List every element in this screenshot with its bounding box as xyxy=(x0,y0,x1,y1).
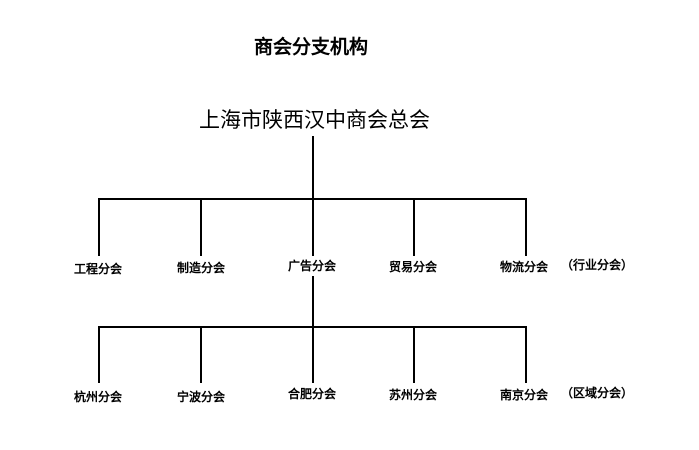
regional-branch-hangzhou: 杭州分会 xyxy=(73,390,123,404)
regional-branches-note: （区域分会） xyxy=(561,386,634,400)
industry-branches-note: （行业分会） xyxy=(561,258,634,272)
regional-branch-nanjing: 南京分会 xyxy=(499,388,549,402)
page-title: 商会分支机构 xyxy=(254,36,369,58)
industry-branch-engineering: 工程分会 xyxy=(73,262,123,276)
industry-branch-advertising: 广告分会 xyxy=(287,259,337,273)
regional-branch-suzhou: 苏州分会 xyxy=(388,388,438,402)
industry-branch-manufacturing: 制造分会 xyxy=(176,261,226,275)
industry-branch-trade: 贸易分会 xyxy=(388,260,438,274)
industry-branch-logistics: 物流分会 xyxy=(499,260,549,274)
root-node-headquarters: 上海市陕西汉中商会总会 xyxy=(199,108,430,132)
regional-branch-ningbo: 宁波分会 xyxy=(176,390,226,404)
regional-branch-hefei: 合肥分会 xyxy=(287,387,337,401)
